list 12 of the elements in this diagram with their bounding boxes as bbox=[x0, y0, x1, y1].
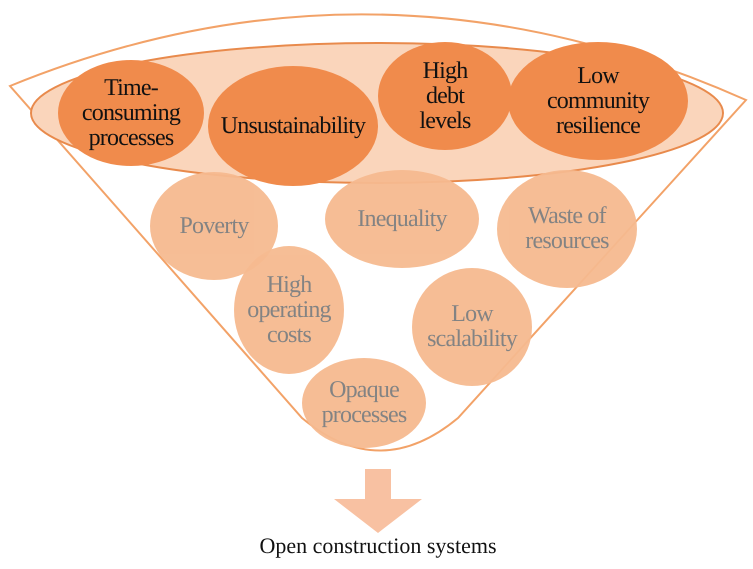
node-label: Low scalability bbox=[426, 302, 518, 352]
node-label: Inequality bbox=[356, 206, 448, 232]
output-label: Open construction systems bbox=[258, 533, 498, 559]
node-label: Time-consuming processes bbox=[80, 76, 182, 150]
node-label: Opaque processes bbox=[320, 378, 408, 428]
arrow bbox=[334, 469, 422, 533]
node-label: Waste of resources bbox=[524, 204, 610, 254]
node-label: High debt levels bbox=[418, 58, 472, 134]
node-label: Unsustainability bbox=[220, 114, 367, 138]
node-label: High operating costs bbox=[246, 272, 332, 348]
node-label: Poverty bbox=[178, 214, 250, 238]
node-label: Low community resilience bbox=[546, 64, 651, 138]
